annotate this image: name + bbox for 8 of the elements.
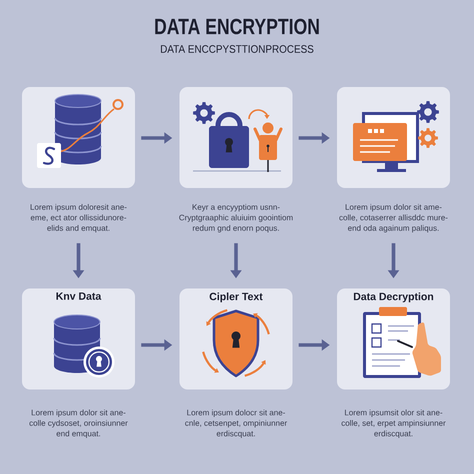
- card-caption: Lorem ipsumsit olor sit ane- colle, set, erpet ampinsiunner erdiscquat.: [342, 410, 446, 438]
- card-caption: Lorem ipsum doloresit ane- eme, ect ator ollissidunore- elids and emquat.: [30, 204, 127, 232]
- card-caption: Lorem ipsum dolor sit ane- colle cydsoset, oroinsiunner end emquat.: [29, 410, 128, 438]
- subtitle: DATA ENCCPYSTTIONPROCESS: [161, 45, 314, 53]
- card-caption: Lorem ipsum dolocr sit ane- cnle, cetsenpet, ompiniunner erdiscquat.: [185, 410, 287, 438]
- card-caption: Keyr a encyyptiom usnn- Cryptgraaphic aluiuim goointiom redum gnd enorn poqus.: [179, 204, 293, 232]
- card-caption: Lorem ipsum dolor sit ame- colle, cotaserrer allisddc mure- end oda againum paliqus.: [339, 204, 448, 232]
- title: DATA ENCRYPTION: [155, 18, 319, 34]
